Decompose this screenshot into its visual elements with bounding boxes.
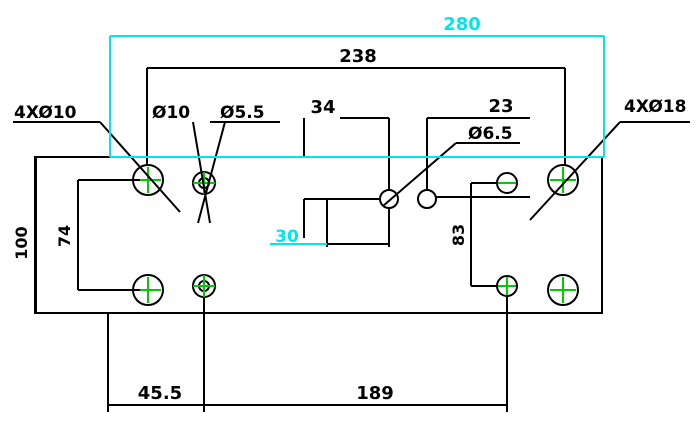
dim-189: 189 xyxy=(356,383,394,404)
hole-right-top xyxy=(547,164,579,196)
dimension-lines xyxy=(13,67,690,412)
dim-34: 34 xyxy=(310,97,335,118)
dim-280: 280 xyxy=(443,14,481,35)
hole-right-bottom xyxy=(547,274,579,306)
dim-23: 23 xyxy=(488,96,513,117)
dim-45-5: 45.5 xyxy=(138,383,182,404)
callout-4x-d18: 4XØ18 xyxy=(624,97,686,117)
holes xyxy=(132,164,579,306)
dim-74: 74 xyxy=(55,225,74,247)
callout-d10: Ø10 xyxy=(152,103,190,123)
callout-d5-5: Ø5.5 xyxy=(220,103,265,123)
dim-83: 83 xyxy=(449,224,468,246)
dim-100: 100 xyxy=(12,226,31,259)
hole-center-right xyxy=(417,189,437,209)
dimension-280-frame xyxy=(109,35,605,245)
dim-238: 238 xyxy=(339,46,377,67)
dim-30: 30 xyxy=(275,227,299,247)
callout-4x-d10: 4XØ10 xyxy=(14,103,77,123)
callout-d6-5: Ø6.5 xyxy=(468,124,513,144)
